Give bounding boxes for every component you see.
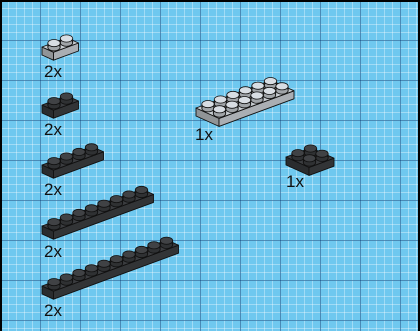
plate-1x10-dark-stud bbox=[109, 255, 124, 268]
plate-1x10-dark-stud bbox=[72, 268, 86, 282]
plate-2x6-light-stud bbox=[237, 96, 252, 109]
plate-2x6-light-piece bbox=[195, 77, 295, 127]
plate-1x4-dark-stud bbox=[84, 143, 99, 156]
plate-1x8-dark-stud bbox=[84, 204, 99, 217]
plate-1x10-dark-stud bbox=[134, 245, 149, 259]
quantity-label-plate-1x2-light: 2x bbox=[44, 62, 62, 81]
plate-1x8-dark-piece bbox=[41, 185, 154, 240]
plate-2x6-light-stud bbox=[201, 100, 215, 113]
plate-1x2-light-piece bbox=[41, 34, 79, 61]
plate-1x8-dark-stud bbox=[122, 190, 136, 203]
plate-1x8-dark-stud bbox=[72, 208, 86, 222]
plate-2x2-dark-piece bbox=[285, 144, 335, 176]
plate-2x2-dark-stud bbox=[302, 154, 317, 167]
quantity-label-plate-1x4-dark: 2x bbox=[44, 180, 62, 199]
plate-2x6-light-stud bbox=[212, 105, 227, 118]
quantity-label-plate-1x8-dark: 2x bbox=[44, 242, 62, 261]
plate-1x10-dark-stud bbox=[122, 250, 136, 263]
plate-2x2-dark-stud bbox=[315, 149, 329, 162]
plate-1x10-dark-stud bbox=[159, 236, 174, 249]
plate-1x4-dark-piece bbox=[41, 143, 104, 179]
quantity-label-plate-2x6-light: 1x bbox=[195, 125, 213, 144]
plate-1x2-light-stud bbox=[47, 39, 61, 52]
plate-1x8-dark-stud bbox=[97, 199, 111, 212]
plate-1x10-dark-piece bbox=[41, 236, 179, 300]
plate-1x8-dark-stud bbox=[47, 218, 61, 231]
quantity-label-plate-2x2-dark: 1x bbox=[286, 172, 304, 191]
plate-1x10-dark-stud bbox=[97, 259, 111, 272]
plate-1x2-dark-stud bbox=[47, 97, 61, 110]
plate-1x2-dark-piece bbox=[41, 92, 79, 119]
plate-2x6-light-stud bbox=[225, 100, 239, 113]
quantity-label-plate-1x10-dark: 2x bbox=[44, 301, 62, 320]
plate-1x10-dark-stud bbox=[147, 241, 161, 254]
plate-1x10-dark-stud bbox=[84, 264, 99, 277]
plate-2x6-light-stud bbox=[262, 86, 277, 100]
plate-1x4-dark-stud bbox=[59, 152, 74, 165]
plate-2x6-light-stud bbox=[275, 82, 289, 95]
plate-1x10-dark-front-face bbox=[53, 244, 179, 300]
plate-1x4-dark-stud bbox=[72, 147, 86, 161]
plate-1x8-dark-stud bbox=[134, 185, 149, 199]
plate-1x8-dark-stud bbox=[59, 213, 74, 226]
plate-2x2-dark-stud bbox=[291, 149, 305, 162]
plate-1x10-dark-stud bbox=[59, 273, 74, 286]
plate-2x6-light-stud bbox=[250, 91, 264, 104]
plate-1x8-dark-stud bbox=[109, 195, 124, 208]
plate-1x2-light-stud bbox=[59, 34, 74, 47]
plate-1x4-dark-stud bbox=[47, 157, 61, 170]
plate-1x10-dark-stud bbox=[47, 278, 61, 291]
plate-1x2-dark-stud bbox=[59, 92, 74, 105]
quantity-label-plate-1x2-dark: 2x bbox=[44, 120, 62, 139]
